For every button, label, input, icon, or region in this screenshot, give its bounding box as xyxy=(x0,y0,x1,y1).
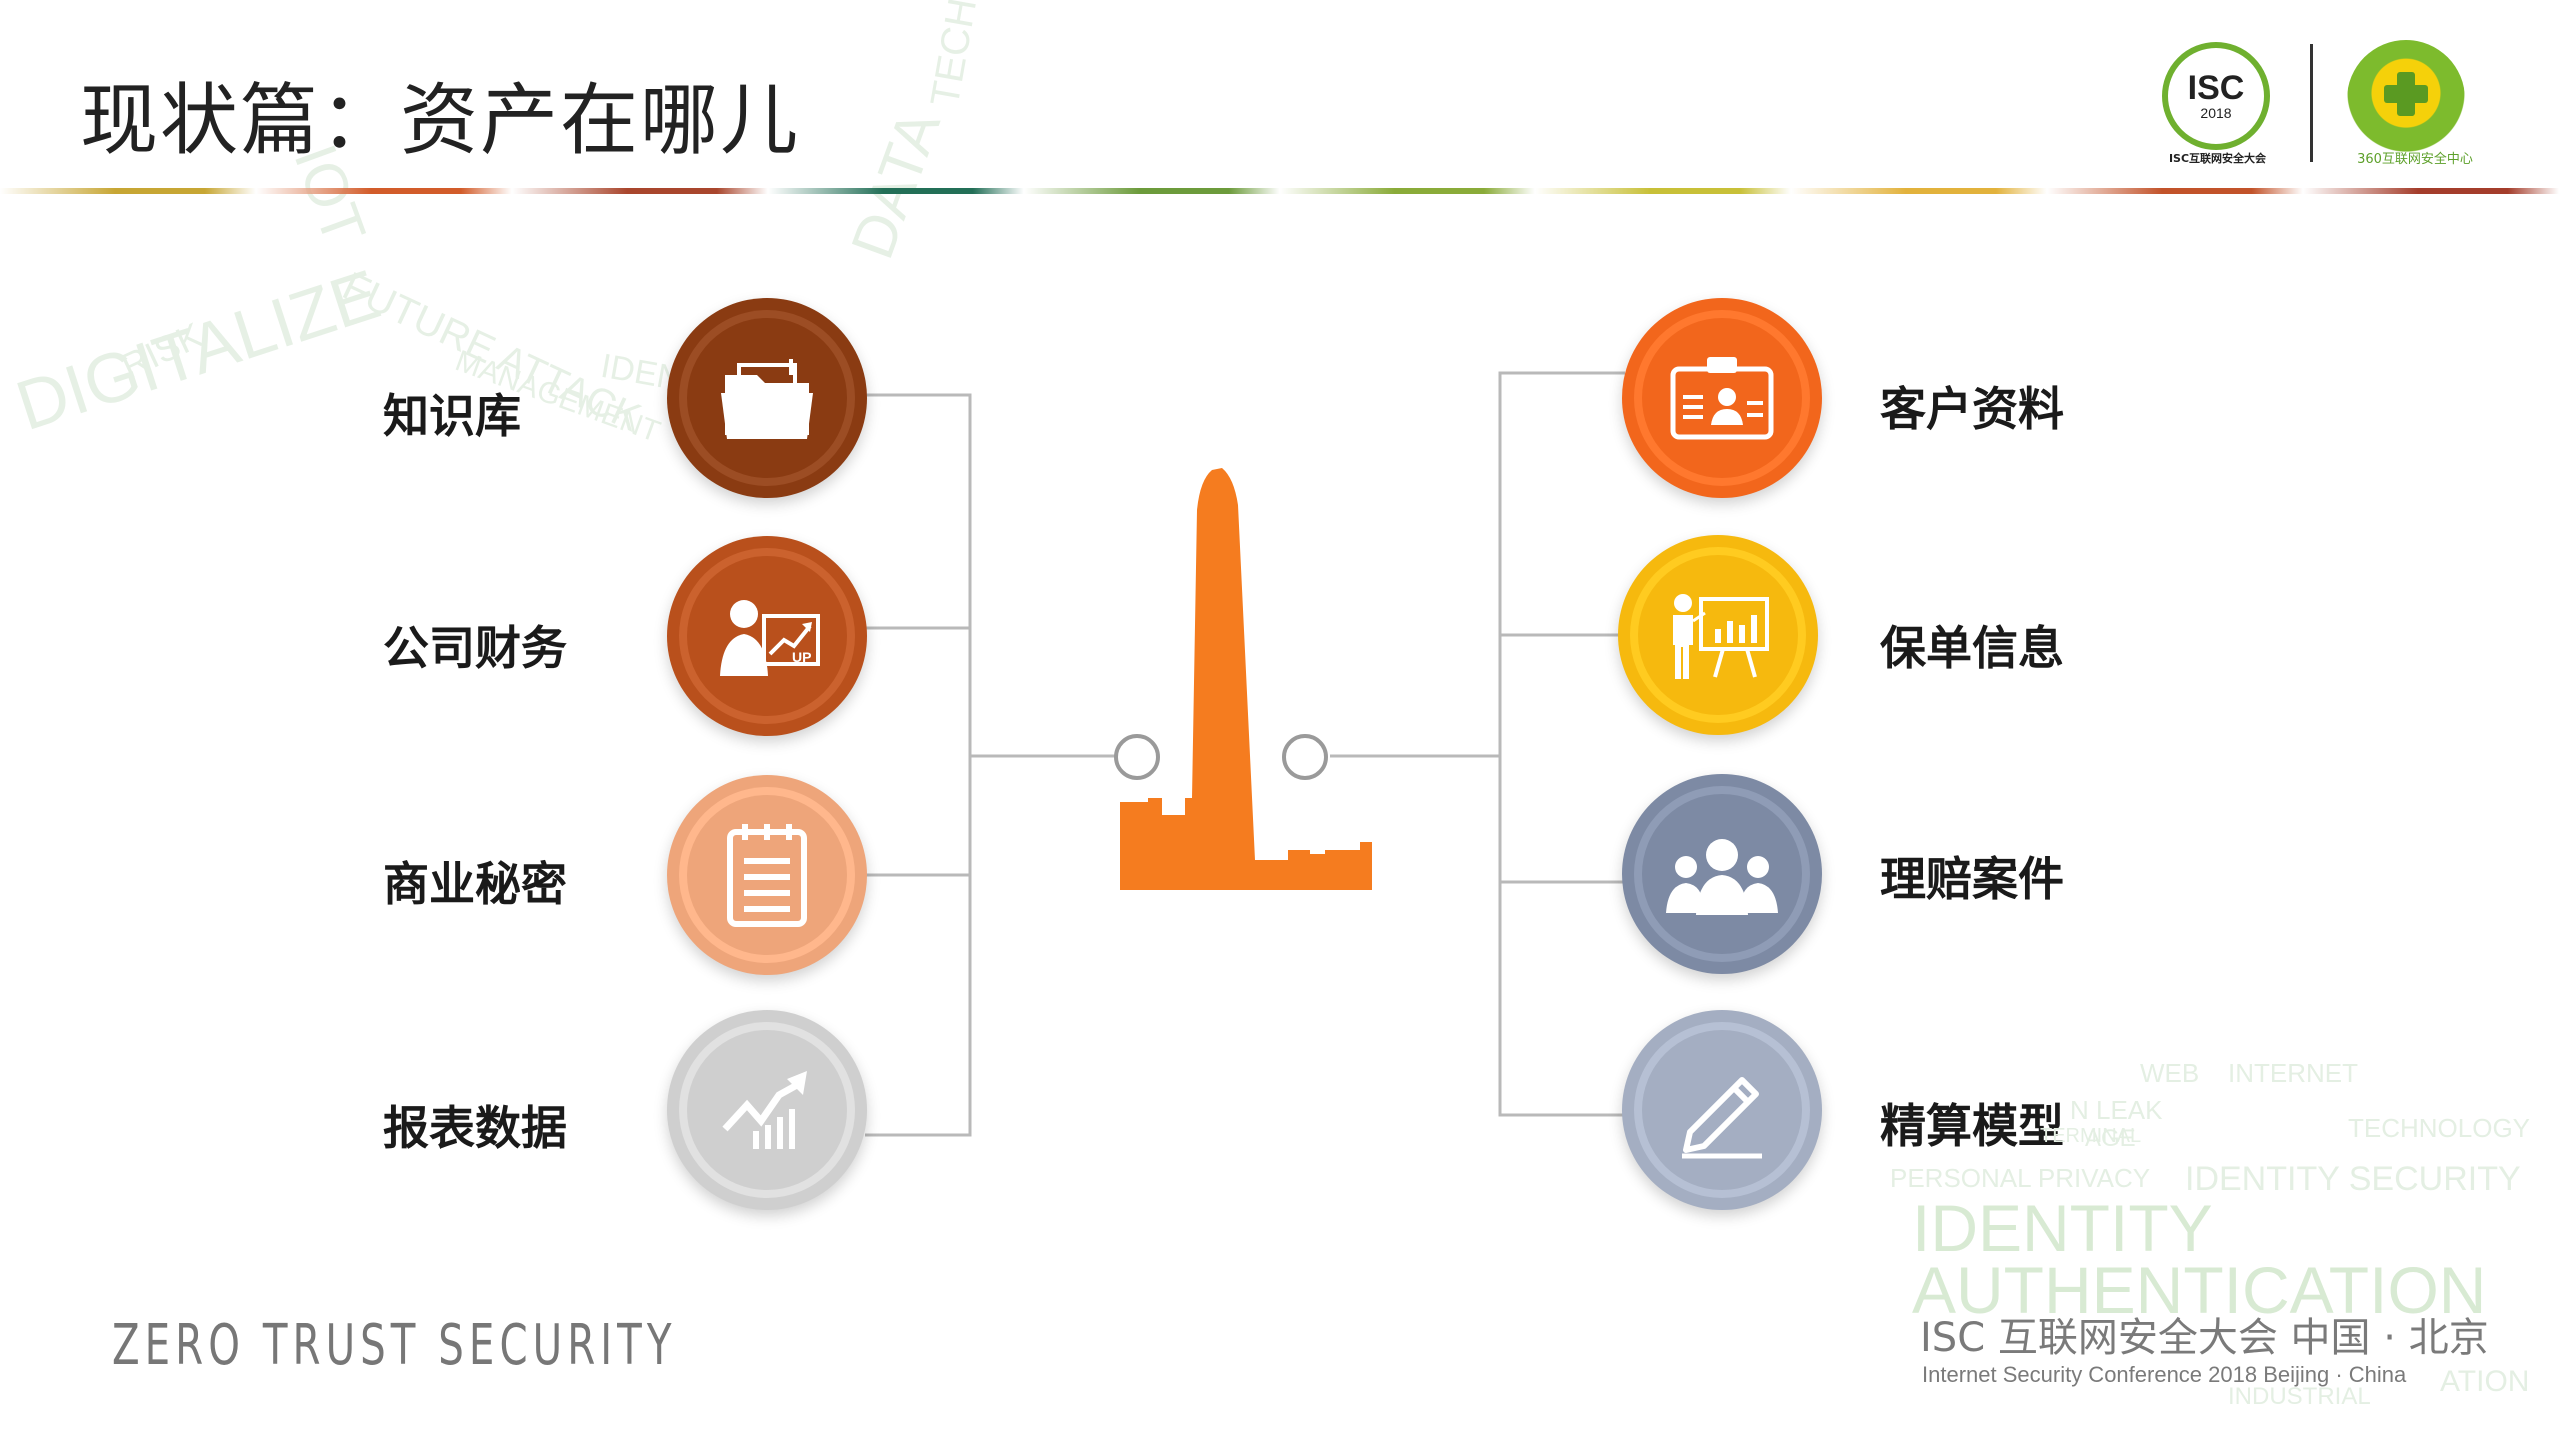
360-logo-icon xyxy=(2347,40,2465,158)
watermark-word: WEB xyxy=(2140,1058,2200,1088)
logo-divider xyxy=(2310,44,2313,162)
watermark-word: TERMINAL xyxy=(2040,1125,2142,1147)
svg-text:UP: UP xyxy=(792,649,811,665)
asset-icon-policy-info xyxy=(1618,535,1818,735)
watermark-word: IDENTITY SECURITY xyxy=(2185,1160,2521,1198)
id-card-icon xyxy=(1670,357,1774,440)
watermark-word: N LEAK xyxy=(2070,1095,2163,1125)
isc-logo-year: 2018 xyxy=(2200,105,2232,121)
watermark-word: PERSONAL PRIVACY xyxy=(1890,1163,2151,1193)
asset-icon-claim-cases xyxy=(1622,774,1822,974)
header-rule xyxy=(0,188,2559,194)
isc-logo-text: ISC xyxy=(2187,69,2245,107)
asset-icon-actuarial-model xyxy=(1622,1010,1822,1210)
folder-icon xyxy=(721,359,813,439)
asset-icon-knowledge xyxy=(667,298,867,498)
chart-trend-icon xyxy=(722,1071,807,1149)
isc-logo-caption: ISC互联网安全大会 xyxy=(2168,152,2267,165)
notepad-icon xyxy=(727,824,807,927)
label-trade-secrets: 商业秘密 xyxy=(383,857,567,911)
rule-segment xyxy=(1279,188,1536,194)
right-connectors xyxy=(1330,371,1625,1117)
watermark-word: ATION xyxy=(2440,1365,2530,1398)
label-company-finance: 公司财务 xyxy=(383,621,567,675)
rule-segment xyxy=(255,188,512,194)
asset-icon-trade-secret xyxy=(667,775,867,975)
footer-brand: ZERO TRUST SECURITY xyxy=(112,1313,677,1378)
asset-icon-customer-data xyxy=(1622,298,1822,498)
rule-segment xyxy=(511,188,768,194)
watermark-word: INDUSTRIAL xyxy=(2228,1383,2371,1410)
people-group-icon xyxy=(1666,839,1778,915)
360-logo-caption: 360互联网安全中心 xyxy=(2357,152,2473,167)
businessman-up-chart-icon: UP xyxy=(720,600,820,676)
rule-segment xyxy=(1791,188,2048,194)
label-knowledge-base: 知识库 xyxy=(383,389,521,443)
rule-segment xyxy=(1535,188,1792,194)
label-customer-data: 客户资料 xyxy=(1880,382,2064,436)
footer-conference-en: Internet Security Conference 2018 Beijin… xyxy=(1922,1362,2407,1387)
left-connectors xyxy=(865,393,1115,1137)
watermark-word: AUTHENTICATION xyxy=(1912,1253,2487,1327)
rule-segment xyxy=(2303,188,2559,194)
watermark-word: TECHNOLOGY xyxy=(2348,1113,2531,1143)
rule-segment xyxy=(2047,188,2304,194)
label-policy-info: 保单信息 xyxy=(1880,621,2064,675)
isc-logo: ISC 2018 xyxy=(2162,42,2270,150)
right-node-circle xyxy=(1282,734,1328,780)
watermark-word: AGE xyxy=(2085,1125,2136,1152)
asset-icon-report-data xyxy=(667,1010,867,1210)
label-actuarial-model: 精算模型 xyxy=(1880,1099,2064,1153)
pencil-icon xyxy=(1682,1077,1762,1159)
watermark-word: INTERNET xyxy=(2228,1058,2358,1088)
rule-segment xyxy=(767,188,1024,194)
footer-conference-cn: ISC 互联网安全大会 中国 · 北京 xyxy=(1920,1315,2489,1361)
tower-icon xyxy=(1120,468,1372,890)
rule-segment xyxy=(0,188,256,194)
asset-icon-finance: UP xyxy=(667,536,867,736)
watermark-word: IDENTITY xyxy=(1912,1191,2213,1265)
label-claim-cases: 理赔案件 xyxy=(1880,852,2064,906)
presentation-icon xyxy=(1673,594,1769,679)
page-title: 现状篇：资产在哪儿 xyxy=(80,76,801,166)
left-node-circle xyxy=(1114,734,1160,780)
rule-segment xyxy=(1023,188,1280,194)
label-report-data: 报表数据 xyxy=(383,1101,567,1155)
